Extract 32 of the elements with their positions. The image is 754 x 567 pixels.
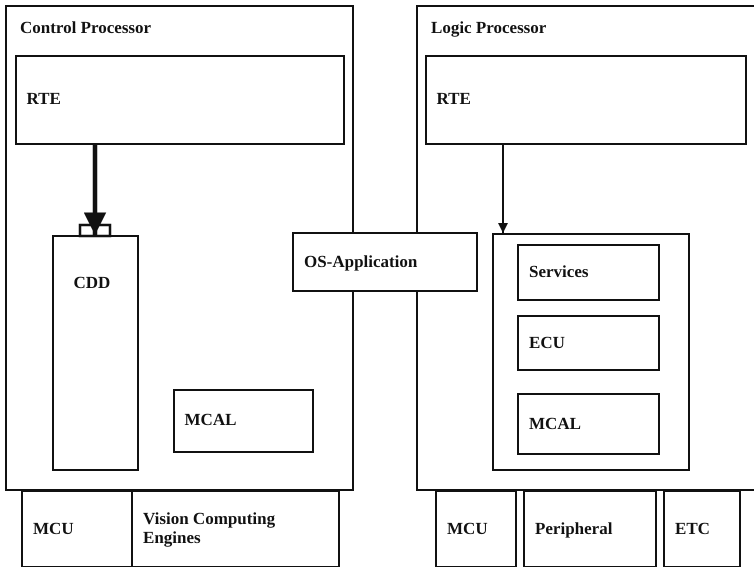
box-label: Logic Processor bbox=[431, 19, 546, 38]
box-label: MCU bbox=[33, 520, 74, 538]
module-box bbox=[131, 490, 340, 567]
box-label: OS-Application bbox=[304, 252, 418, 272]
box-label: MCU bbox=[447, 520, 488, 538]
module-box bbox=[663, 490, 741, 567]
module-box bbox=[21, 490, 133, 567]
box-label: CDD bbox=[74, 274, 110, 292]
processor-panel bbox=[416, 5, 754, 491]
module-box bbox=[424, 54, 746, 144]
module-box bbox=[292, 232, 478, 292]
box-label: ECU bbox=[529, 334, 565, 352]
module-box bbox=[517, 393, 660, 455]
module-box bbox=[517, 244, 660, 301]
module-box bbox=[52, 234, 138, 470]
box-label: MCAL bbox=[184, 411, 236, 430]
module-box bbox=[523, 490, 657, 567]
module-box bbox=[435, 490, 517, 567]
box-label: Vision Computing Engines bbox=[143, 510, 276, 548]
box-label: Control Processor bbox=[20, 19, 152, 38]
box-label: MCAL bbox=[529, 414, 581, 434]
group-box bbox=[492, 232, 690, 470]
arrow bbox=[84, 145, 106, 235]
box-label: Services bbox=[529, 263, 588, 282]
module-box bbox=[172, 388, 314, 452]
box-label: Peripheral bbox=[535, 520, 612, 538]
arrow bbox=[498, 145, 508, 233]
box-label: RTE bbox=[26, 90, 61, 109]
box-label: RTE bbox=[436, 90, 471, 109]
box-label: ETC bbox=[675, 520, 710, 538]
module-box bbox=[517, 315, 660, 371]
module-box bbox=[14, 54, 344, 144]
